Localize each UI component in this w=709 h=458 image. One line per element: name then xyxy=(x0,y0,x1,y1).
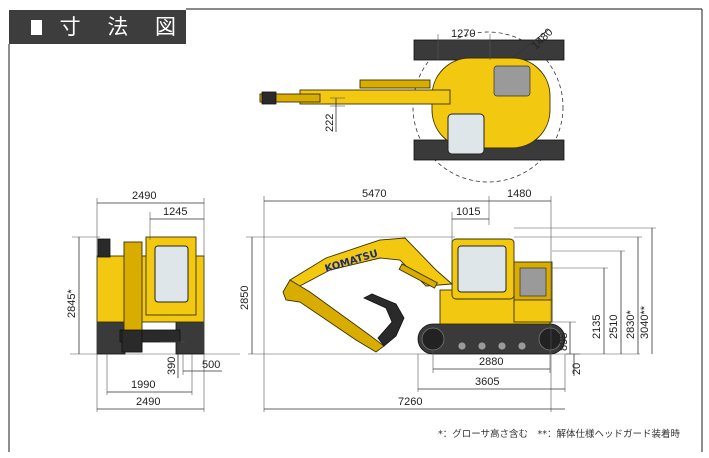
side-view: KOMATSU 5470 1480 1015 2850 895 20 xyxy=(239,188,656,412)
front-label-2845: 2845* xyxy=(66,289,78,318)
side-boom-cylinder xyxy=(398,263,438,289)
top-cab-roof xyxy=(447,113,485,155)
front-view: 2490 1245 2845* 390 500 1990 2490 xyxy=(66,190,240,412)
top-view: 1270 1480 222 xyxy=(259,26,565,183)
side-label-2510: 2510 xyxy=(608,315,620,339)
side-label-20: 20 xyxy=(571,363,583,375)
front-bucket xyxy=(121,329,143,353)
side-label-3040: 3040** xyxy=(639,305,651,339)
front-label-1245: 1245 xyxy=(163,206,187,218)
side-label-2135: 2135 xyxy=(591,315,603,339)
side-label-7260: 7260 xyxy=(398,396,422,408)
side-label-5470: 5470 xyxy=(362,188,386,200)
front-track-right xyxy=(175,321,205,355)
side-roller xyxy=(517,341,527,351)
page-title: 寸 法 図 xyxy=(59,15,186,39)
side-label-895: 895 xyxy=(558,333,570,351)
front-label-500: 500 xyxy=(202,359,220,371)
side-label-2850: 2850 xyxy=(239,286,251,310)
top-dim-1480-radius xyxy=(511,29,549,59)
top-label-1270: 1270 xyxy=(451,28,475,40)
top-engine-hood xyxy=(493,65,531,97)
side-track-rollers xyxy=(421,327,562,351)
top-bucket xyxy=(261,91,277,105)
top-label-222: 222 xyxy=(324,114,336,132)
top-boom-cylinder xyxy=(359,79,431,89)
side-arm xyxy=(282,279,385,353)
side-engine-grille xyxy=(519,267,547,297)
footnote: *：グローサ高さ含む **：解体仕様ヘッドガード装着時 xyxy=(437,429,680,440)
square-bullet-icon xyxy=(31,19,42,35)
side-roller xyxy=(457,341,467,351)
front-cab-window xyxy=(154,245,189,303)
side-label-1480: 1480 xyxy=(507,188,531,200)
front-guard xyxy=(97,238,111,258)
front-label-2490-top: 2490 xyxy=(132,190,156,202)
swing-radius-circle xyxy=(412,31,564,183)
side-bucket xyxy=(363,293,405,347)
side-idler-wheel xyxy=(421,327,445,351)
side-label-2830: 2830* xyxy=(625,310,637,339)
side-roller xyxy=(497,341,507,351)
side-counterweight xyxy=(513,299,553,323)
side-label-2880: 2880 xyxy=(479,356,503,368)
side-label-1015: 1015 xyxy=(456,206,480,218)
top-boom xyxy=(299,89,451,105)
front-label-390: 390 xyxy=(166,357,178,375)
front-label-1990: 1990 xyxy=(131,379,155,391)
side-cab-window xyxy=(457,245,507,293)
side-roller xyxy=(477,341,487,351)
top-arm xyxy=(259,93,321,103)
front-label-2490-bottom: 2490 xyxy=(136,396,160,408)
title-block: 寸 法 図 xyxy=(9,10,186,44)
side-label-3605: 3605 xyxy=(475,376,499,388)
